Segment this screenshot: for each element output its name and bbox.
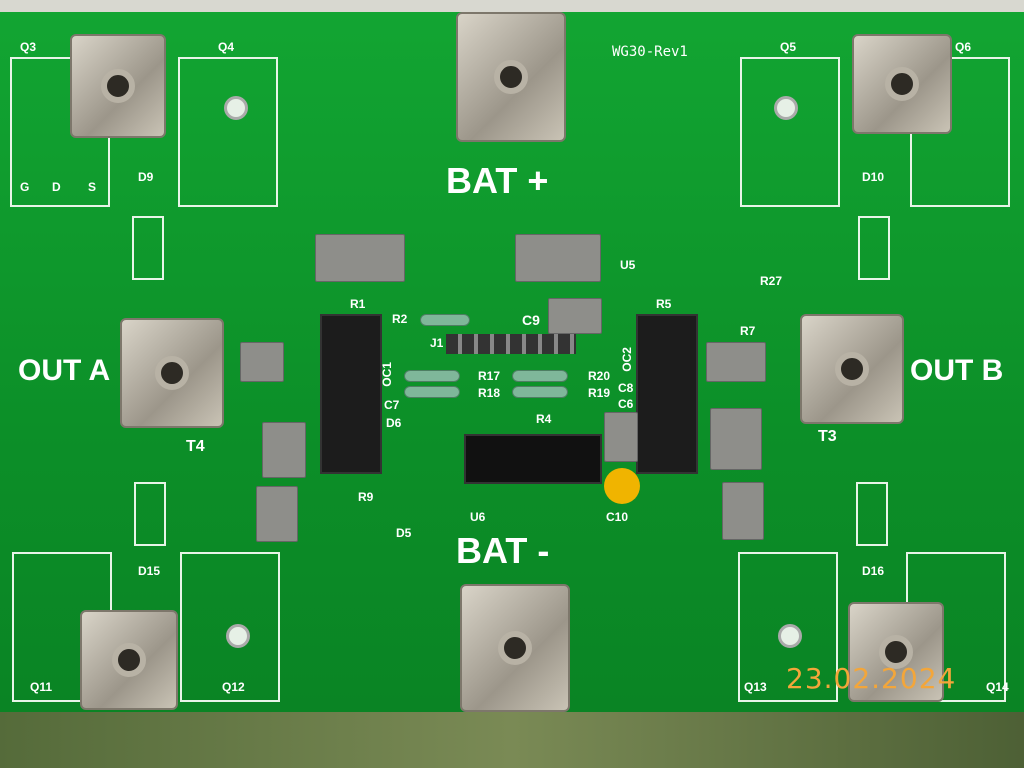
label-r4: R4: [536, 412, 552, 426]
mounting-hole: [774, 96, 798, 120]
label-q6: Q6: [955, 40, 972, 54]
q14-heatsink-clip: [848, 602, 944, 702]
resistor-r2: [420, 314, 470, 326]
label-q4: Q4: [218, 40, 235, 54]
revision-label: WG30-Rev1: [612, 44, 688, 60]
label-u6: U6: [470, 510, 486, 524]
label-d16: D16: [862, 564, 885, 578]
out-a-label: OUT A: [18, 354, 111, 387]
capacitor-c4: [256, 486, 298, 542]
capacitor-right-2: [710, 408, 762, 470]
resistor-r18: [404, 386, 460, 398]
label-q14: Q14: [986, 680, 1009, 694]
label-d6: D6: [386, 416, 402, 430]
pin-s: S: [88, 180, 97, 194]
bat-plus-terminal: [456, 12, 566, 142]
label-q11: Q11: [30, 680, 53, 694]
label-u5: U5: [620, 258, 636, 272]
resistor-r17: [404, 370, 460, 382]
capacitor-u5: [515, 234, 601, 282]
label-d9: D9: [138, 170, 154, 184]
label-oc1: OC1: [380, 362, 394, 387]
label-q3: Q3: [20, 40, 37, 54]
pin-g: G: [20, 180, 30, 194]
label-q12: Q12: [222, 680, 245, 694]
label-c8: C8: [618, 381, 634, 395]
d15-outline: [134, 482, 166, 546]
out-a-terminal: [120, 318, 224, 428]
date-stamp: 23.02.2024: [786, 662, 957, 695]
mounting-hole: [226, 624, 250, 648]
label-r20: R20: [588, 369, 611, 383]
resistor-r20: [512, 370, 568, 382]
bat-plus-label: BAT +: [446, 160, 549, 201]
bat-minus-label: BAT -: [456, 530, 550, 571]
label-q13: Q13: [744, 680, 767, 694]
resistor-r19: [512, 386, 568, 398]
label-r1: R1: [350, 297, 366, 311]
label-d10: D10: [862, 170, 885, 184]
label-t4: T4: [186, 438, 205, 455]
capacitor-right: [706, 342, 766, 382]
mounting-hole: [778, 624, 802, 648]
out-b-terminal: [800, 314, 904, 424]
capacitor-c1: [722, 482, 764, 540]
label-r7: R7: [740, 324, 756, 338]
pin-d: D: [52, 180, 61, 194]
table-surface: [0, 712, 1024, 768]
label-r2: R2: [392, 312, 408, 326]
q6-heatsink-clip: [852, 34, 952, 134]
label-c9: C9: [522, 312, 540, 328]
pcb-board: Q3 Q4 Q5 Q6 Q11 Q12 Q13 Q14 G D S WG30-R…: [0, 12, 1024, 712]
label-d15: D15: [138, 564, 161, 578]
capacitor-c9: [548, 298, 602, 334]
oc2-socket: [636, 314, 698, 474]
label-r9: R9: [358, 490, 374, 504]
label-j1: J1: [430, 336, 444, 350]
mounting-hole: [224, 96, 248, 120]
label-t3: T3: [818, 428, 837, 445]
label-d5: D5: [396, 526, 412, 540]
q3-heatsink-clip: [70, 34, 166, 138]
d9-outline: [132, 216, 164, 280]
label-c7: C7: [384, 398, 400, 412]
q12-outline: [180, 552, 280, 702]
label-r5: R5: [656, 297, 672, 311]
label-c10: C10: [606, 510, 629, 524]
label-r19: R19: [588, 386, 611, 400]
label-r27: R27: [760, 274, 783, 288]
u6-module: [464, 434, 602, 484]
oc1-socket: [320, 314, 382, 474]
q4-outline: [178, 57, 278, 207]
d16-outline: [856, 482, 888, 546]
label-c6: C6: [618, 397, 634, 411]
q13-outline: [738, 552, 838, 702]
q5-outline: [740, 57, 840, 207]
out-b-label: OUT B: [910, 354, 1004, 387]
capacitor-c6: [604, 412, 638, 462]
label-r17: R17: [478, 369, 501, 383]
capacitor-left: [240, 342, 284, 382]
q11-heatsink-clip: [80, 610, 178, 710]
label-oc2: OC2: [620, 347, 634, 372]
bat-minus-terminal: [460, 584, 570, 712]
label-r18: R18: [478, 386, 501, 400]
capacitor-c10: [604, 468, 640, 504]
background-paper: [0, 0, 1024, 14]
label-q5: Q5: [780, 40, 797, 54]
capacitor-left-2: [262, 422, 306, 478]
d10-outline: [858, 216, 890, 280]
j1-header: [446, 334, 576, 354]
capacitor-r1: [315, 234, 405, 282]
